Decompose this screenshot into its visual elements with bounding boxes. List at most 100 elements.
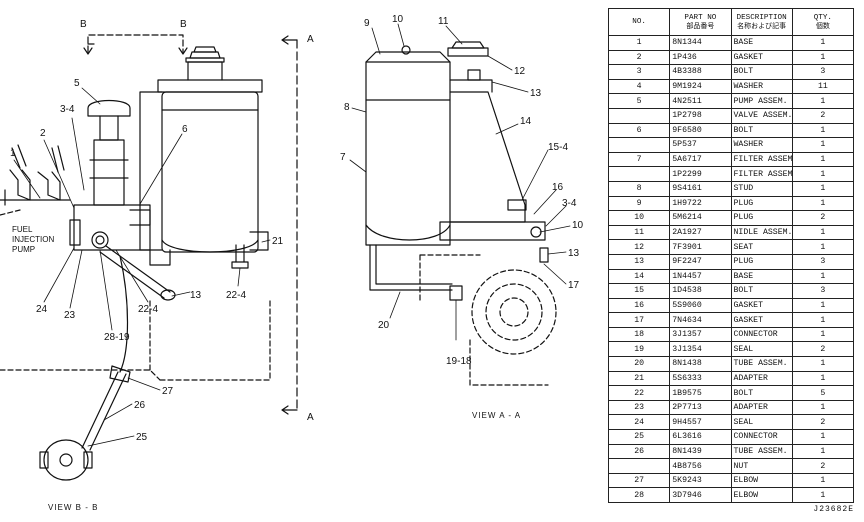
callout-24: 24	[36, 304, 48, 315]
row-no	[607, 458, 671, 474]
row-description: BOLT	[730, 385, 793, 401]
row-no: 13	[607, 253, 671, 270]
row-no: 26	[607, 443, 671, 460]
row-part-no: 3J1357	[669, 326, 732, 343]
row-part-no: 8N1439	[669, 443, 732, 460]
callout-r-10: 10	[392, 14, 404, 25]
row-qty: 1	[791, 166, 855, 182]
row-no: 6	[607, 122, 671, 139]
row-no: 28	[607, 487, 671, 503]
row-no: 5	[607, 93, 671, 109]
callout-r-12: 12	[514, 66, 526, 77]
row-part-no: 1H9722	[669, 195, 732, 212]
row-description: GASKET	[730, 312, 793, 328]
row-no: 23	[607, 399, 671, 416]
row-no: 11	[607, 224, 671, 241]
row-part-no: 5M6214	[669, 210, 732, 226]
row-part-no: 5K9243	[669, 472, 732, 489]
row-part-no: 5P537	[669, 137, 732, 153]
row-qty: 1	[791, 49, 855, 66]
row-part-no: 9H4557	[669, 414, 732, 431]
callout-r-3-4: 3-4	[562, 198, 577, 209]
row-no: 19	[607, 341, 671, 358]
row-part-no: 9F2247	[669, 253, 732, 270]
callout-r-20: 20	[378, 320, 390, 331]
row-no: 12	[607, 239, 671, 255]
row-no: 3	[607, 64, 671, 80]
row-description: GASKET	[730, 49, 793, 66]
row-no	[607, 166, 671, 182]
figure-code: J23682E	[813, 505, 854, 514]
row-part-no: 5S9060	[669, 297, 732, 314]
row-qty: 5	[791, 385, 855, 401]
row-no: 24	[607, 414, 671, 431]
row-qty: 1	[791, 137, 855, 153]
section-label-b-left: B	[80, 19, 87, 30]
header-description: DESCRIPTION 名称および記事	[730, 8, 793, 36]
row-qty: 1	[791, 370, 855, 387]
section-label-a-top: A	[307, 34, 314, 45]
row-part-no: 8N1438	[669, 356, 732, 372]
row-part-no: 9S4161	[669, 180, 732, 197]
view-caption-b: VIEW B - B	[48, 503, 98, 512]
callout-r-17: 17	[568, 280, 580, 291]
row-description: BASE	[730, 268, 793, 285]
row-qty: 1	[791, 312, 855, 328]
callout-26: 26	[134, 400, 146, 411]
row-description: FILTER ASSEM. (For Outside Japan)	[730, 151, 793, 168]
row-qty: 1	[791, 443, 855, 460]
row-part-no: 1P2299	[669, 166, 732, 182]
row-description: BOLT	[730, 122, 793, 139]
row-qty: 1	[791, 268, 855, 285]
row-part-no: 4B8756	[669, 458, 732, 474]
callout-22-4-left: 22-4	[138, 304, 158, 315]
callout-r-13-top: 13	[530, 88, 542, 99]
row-qty: 3	[791, 283, 855, 299]
right-callouts: 9 10 11 12 13 8 14 7 15-4 16 3-4 10 13 1…	[340, 14, 584, 420]
left-view	[0, 46, 271, 481]
row-description: FILTER ASSEM. (For Japan)	[730, 166, 793, 182]
header-no: NO.	[607, 8, 671, 36]
callout-r-11: 11	[438, 16, 449, 27]
callout-r-13-lower: 13	[568, 248, 580, 259]
callout-3-4: 3-4	[60, 104, 75, 115]
row-description: NUT	[730, 458, 793, 474]
row-qty: 1	[791, 195, 855, 212]
callout-25: 25	[136, 432, 148, 443]
row-description: ADAPTER	[730, 399, 793, 416]
row-description: SEAL	[730, 414, 793, 431]
row-no: 27	[607, 472, 671, 489]
row-qty: 11	[791, 78, 855, 95]
row-qty: 2	[791, 210, 855, 226]
row-description: BASE	[730, 35, 793, 51]
row-description: BOLT	[730, 283, 793, 299]
row-part-no: 1B9575	[669, 385, 732, 401]
row-description: SEAT	[730, 239, 793, 255]
row-no: 20	[607, 356, 671, 372]
row-part-no: 1P436	[669, 49, 732, 66]
row-qty: 1	[791, 35, 855, 51]
row-description: CONNECTOR	[730, 429, 793, 445]
row-no: 4	[607, 78, 671, 95]
row-part-no: 2A1927	[669, 224, 732, 241]
row-part-no: 2P7713	[669, 399, 732, 416]
callout-1: 1	[10, 148, 16, 159]
callout-13-left: 13	[190, 290, 202, 301]
row-no: 9	[607, 195, 671, 212]
row-qty: 1	[791, 180, 855, 197]
fuel-pump-label-3: PUMP	[12, 245, 35, 254]
callout-r-7: 7	[340, 152, 346, 163]
callout-r-9: 9	[364, 18, 370, 29]
row-no: 17	[607, 312, 671, 328]
